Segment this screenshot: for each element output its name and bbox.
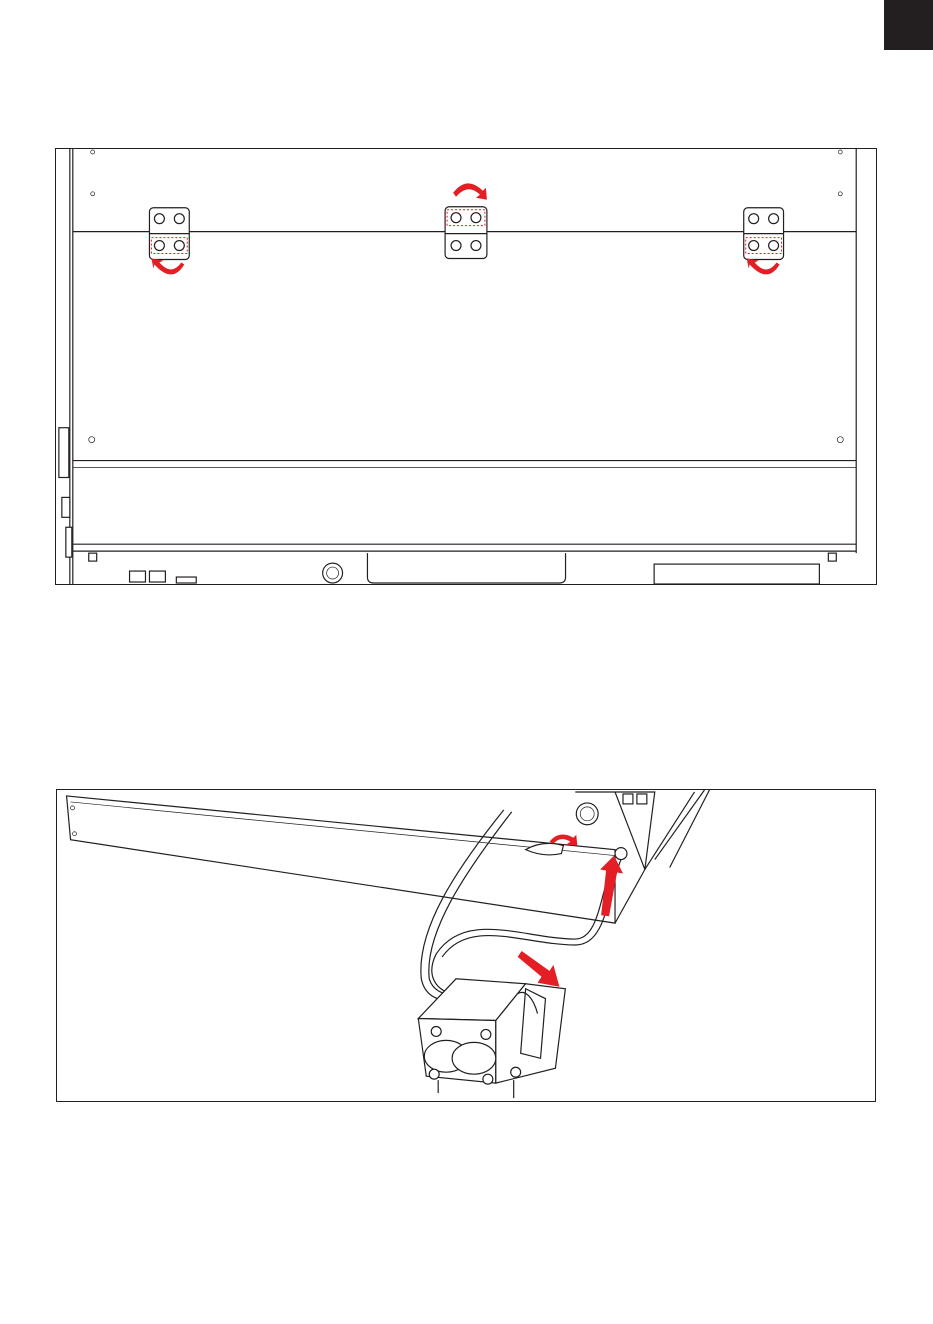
pump-connection-illustration (57, 790, 875, 1101)
hinge-left (149, 208, 189, 275)
hinge-center (445, 183, 487, 258)
air-pump (418, 979, 565, 1098)
page-section-tab (884, 0, 933, 50)
insert-arrow (518, 951, 560, 987)
pump-connection-figure (56, 789, 876, 1102)
hinge-right (744, 208, 784, 275)
hinge-diagram-illustration (56, 149, 876, 584)
hinge-diagram-figure (55, 148, 877, 585)
panel-screws (89, 150, 844, 443)
